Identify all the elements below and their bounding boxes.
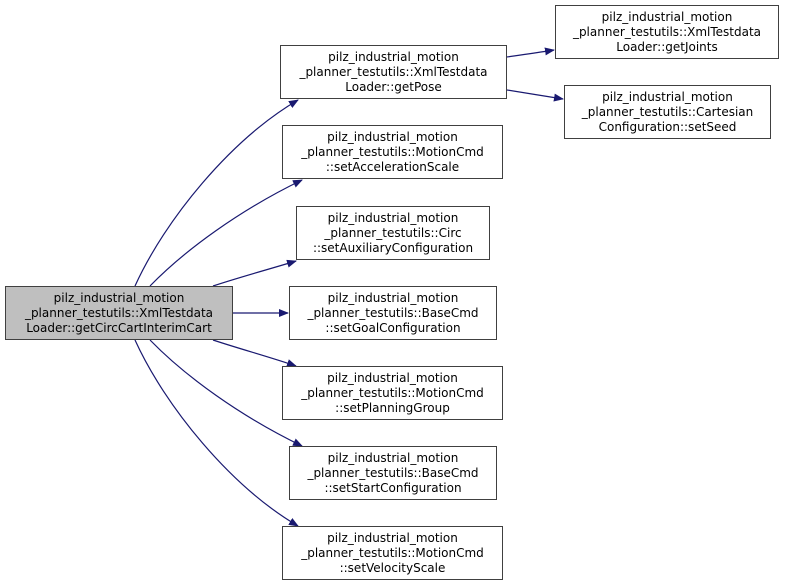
edge-root-to-setStartConfiguration (149, 339, 303, 447)
edge-root-to-getPose (134, 99, 299, 287)
edge-root-to-setPlanningGroup (212, 339, 297, 367)
node-label-line: Loader::getPose (345, 79, 442, 94)
node-label-line: ::setVelocityScale (339, 560, 446, 575)
edge-getPose-to-setSeed (506, 89, 564, 102)
edge-root-to-setAuxiliaryConfiguration (212, 259, 297, 287)
node-label-line: _planner_testutils::BaseCmd (307, 305, 479, 320)
node-setSeed[interactable]: pilz_industrial_motion_planner_testutils… (564, 85, 771, 139)
node-label-line: _planner_testutils::Circ (324, 225, 462, 240)
node-label-line: Loader::getJoints (616, 39, 718, 54)
node-setGoalConfiguration[interactable]: pilz_industrial_motion_planner_testutils… (289, 286, 497, 340)
node-label-line: pilz_industrial_motion (328, 49, 459, 64)
node-setVelocityScale[interactable]: pilz_industrial_motion_planner_testutils… (282, 526, 503, 580)
node-setStartConfiguration[interactable]: pilz_industrial_motion_planner_testutils… (289, 446, 497, 500)
node-label-line: _planner_testutils::XmlTestdata (24, 305, 214, 320)
node-label-line: pilz_industrial_motion (602, 89, 733, 104)
node-label-line: ::setAuxiliaryConfiguration (312, 240, 474, 255)
node-label-line: pilz_industrial_motion (327, 370, 458, 385)
node-label-line: _planner_testutils::MotionCmd (301, 144, 484, 159)
node-label-line: pilz_industrial_motion (601, 9, 733, 24)
node-label-line: ::setGoalConfiguration (325, 320, 461, 335)
node-label-line: Loader::getCircCartInterimCart (26, 320, 212, 335)
node-label-line: pilz_industrial_motion (327, 210, 459, 225)
node-label-line: ::setStartConfiguration (324, 480, 462, 495)
node-label-line: pilz_industrial_motion (327, 530, 458, 545)
node-label-line: _planner_testutils::BaseCmd (307, 465, 479, 480)
edge-root-to-setVelocityScale (134, 339, 299, 527)
node-label-line: Configuration::setSeed (598, 119, 737, 134)
node-label-line: ::setPlanningGroup (335, 400, 450, 415)
node-label-line: _planner_testutils::XmlTestdata (299, 64, 488, 79)
node-label-line: pilz_industrial_motion (327, 450, 459, 465)
node-setPlanningGroup[interactable]: pilz_industrial_motion_planner_testutils… (282, 366, 503, 420)
node-label-line: _planner_testutils::MotionCmd (301, 545, 484, 560)
node-label-line: ::setAccelerationScale (325, 159, 460, 174)
node-label-line: pilz_industrial_motion (327, 290, 459, 305)
node-setAuxiliaryConfiguration[interactable]: pilz_industrial_motion_planner_testutils… (296, 206, 490, 260)
node-label-line: _planner_testutils::XmlTestdata (572, 24, 762, 39)
node-label-line: _planner_testutils::Cartesian (581, 104, 754, 119)
node-setAccelerationScale[interactable]: pilz_industrial_motion_planner_testutils… (282, 125, 503, 179)
node-getJoints[interactable]: pilz_industrial_motion_planner_testutils… (555, 5, 779, 59)
node-label-line: pilz_industrial_motion (53, 290, 185, 305)
node-label-line: _planner_testutils::MotionCmd (301, 385, 484, 400)
node-label-line: pilz_industrial_motion (327, 129, 458, 144)
edge-root-to-setAccelerationScale (149, 179, 303, 287)
node-getPose[interactable]: pilz_industrial_motion_planner_testutils… (280, 45, 507, 99)
edge-getPose-to-getJoints (506, 47, 555, 58)
node-root: pilz_industrial_motion_planner_testutils… (5, 286, 233, 340)
